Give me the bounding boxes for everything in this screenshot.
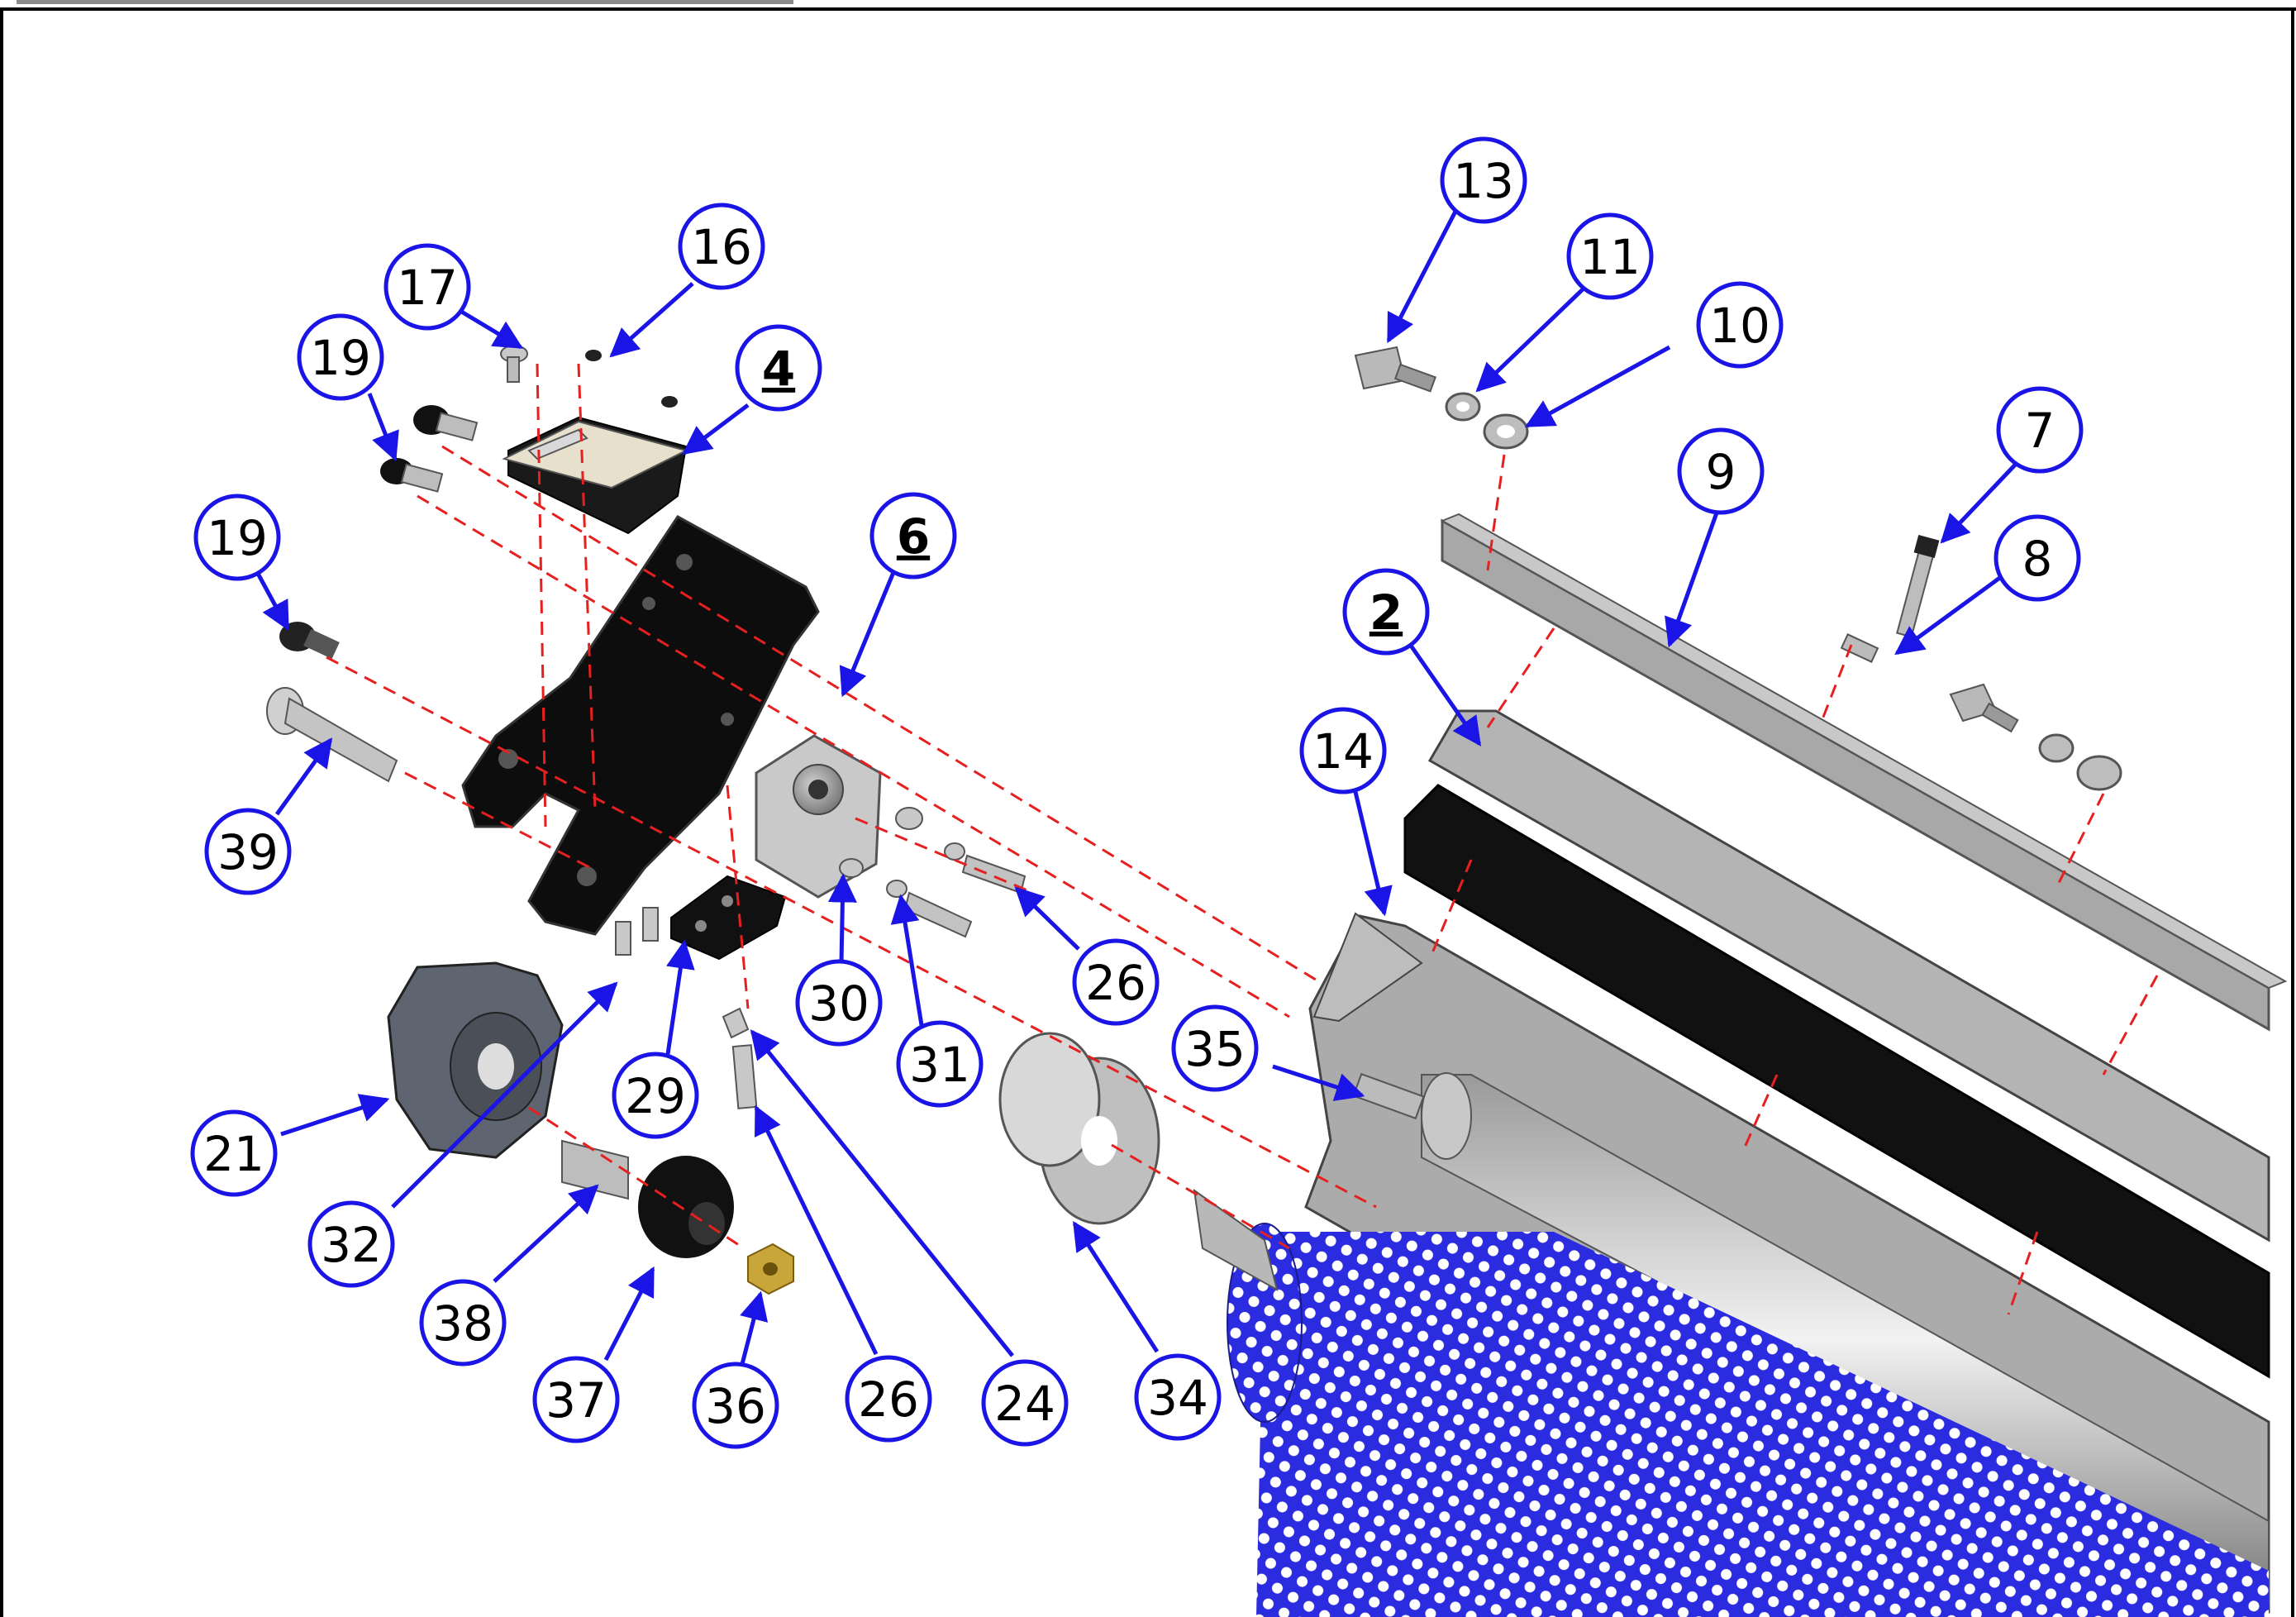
balloon-35: 35: [1171, 1004, 1259, 1092]
balloon-30: 30: [795, 959, 883, 1047]
balloon-label: 21: [203, 1126, 264, 1182]
leader-lines: [254, 203, 2022, 1365]
balloon-11: 11: [1566, 212, 1654, 300]
balloon-26-bottom: 26: [845, 1355, 932, 1443]
balloon-39: 39: [204, 808, 292, 895]
balloon-label: 38: [432, 1295, 493, 1352]
balloon-label: 35: [1184, 1021, 1246, 1077]
part-38-bushing: [561, 1139, 629, 1200]
balloon-9: 9: [1677, 427, 1765, 515]
part-19-screws: [279, 405, 479, 659]
balloon-36: 36: [692, 1362, 779, 1449]
balloon-2: 2: [1342, 568, 1430, 656]
balloon-label: 34: [1147, 1370, 1208, 1426]
balloon-label: 32: [321, 1217, 382, 1273]
centerlines: [326, 363, 2159, 1315]
part-2-plate: [1427, 709, 2270, 1243]
balloon-14: 14: [1299, 707, 1387, 794]
balloon-label: 29: [625, 1068, 686, 1124]
balloon-label: 24: [994, 1376, 1055, 1432]
balloon-label: 14: [1312, 723, 1374, 780]
balloon-8: 8: [1994, 514, 2081, 602]
roller-blue-mesh: [1193, 1188, 2269, 1617]
balloon-6: 6: [869, 492, 957, 580]
balloon-19-top: 19: [297, 313, 384, 401]
balloon-label: 26: [1085, 955, 1146, 1011]
balloon-32: 32: [307, 1200, 395, 1288]
balloon-13: 13: [1440, 136, 1527, 224]
balloon-label: 6: [897, 508, 930, 565]
balloon-label: 37: [545, 1372, 607, 1429]
balloon-label: 30: [808, 975, 869, 1032]
balloon-16: 16: [678, 203, 765, 290]
balloon-34: 34: [1134, 1353, 1222, 1441]
balloon-label: 9: [1706, 444, 1736, 500]
balloon-label: 17: [397, 260, 458, 316]
balloon-26-right: 26: [1072, 938, 1160, 1026]
balloon-37: 37: [532, 1356, 620, 1443]
balloon-21: 21: [190, 1109, 278, 1197]
balloon-19-mid: 19: [193, 494, 281, 581]
balloon-label: 4: [762, 341, 795, 397]
part-10-washer: [1483, 413, 1529, 450]
balloon-17: 17: [383, 243, 471, 331]
part-24-26-screw: [722, 1007, 758, 1109]
part-21-cam-housing: [387, 961, 564, 1159]
part-7-screw: [1896, 535, 1940, 638]
bolt-washers-group: [1949, 683, 2122, 791]
balloon-label: 26: [858, 1371, 919, 1428]
balloon-4: 4: [735, 324, 822, 412]
balloon-label: 7: [2025, 403, 2055, 459]
part-9-bar: [1440, 513, 2288, 1032]
balloon-label: 8: [2022, 531, 2053, 587]
part-34-pulley: [998, 1032, 1160, 1225]
part-8-washer: [1840, 633, 1879, 663]
part-6-block: [755, 734, 882, 899]
balloon-label: 31: [909, 1037, 970, 1093]
part-16-screw: [585, 350, 678, 408]
balloon-label: 36: [705, 1378, 766, 1434]
balloon-label: 19: [310, 330, 371, 386]
part-black-strip: [1403, 784, 2270, 1379]
balloon-label: 11: [1579, 229, 1641, 285]
balloon-label: 10: [1709, 298, 1770, 354]
balloon-38: 38: [419, 1279, 507, 1367]
part-6-bracket: [461, 515, 820, 936]
balloon-29: 29: [612, 1052, 699, 1139]
balloon-10: 10: [1696, 281, 1784, 369]
part-4-switch-block: [502, 416, 688, 535]
part-36-nut: [747, 1243, 794, 1295]
balloon-label: 2: [1370, 584, 1403, 641]
balloon-31: 31: [896, 1020, 984, 1108]
part-17-screw: [500, 345, 528, 383]
part-29-plate: [670, 875, 787, 961]
balloon-label: 39: [217, 824, 279, 880]
balloon-24: 24: [981, 1359, 1069, 1447]
part-32-pins: [615, 907, 659, 956]
part-39-screw: [266, 687, 398, 783]
part-11-washer: [1445, 392, 1481, 422]
part-13-bolt: [1354, 346, 1436, 393]
balloon-label: 13: [1453, 153, 1514, 209]
balloon-label: 19: [207, 510, 268, 566]
part-37-roller: [638, 1156, 734, 1258]
balloon-label: 16: [691, 219, 752, 275]
balloon-7: 7: [1996, 386, 2084, 474]
